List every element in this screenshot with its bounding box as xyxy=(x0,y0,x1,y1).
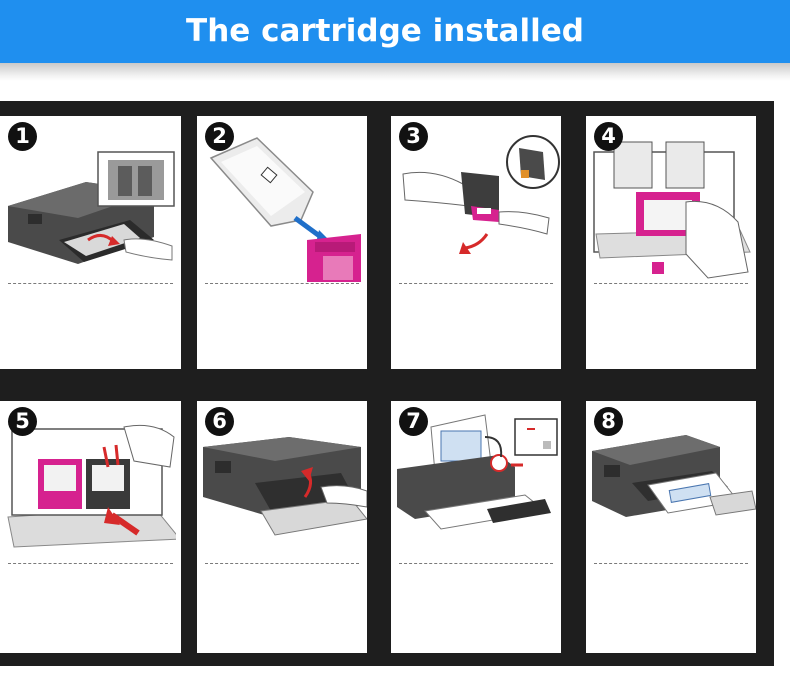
step-note-line-3 xyxy=(399,283,553,284)
step-card-6: 6 xyxy=(197,401,367,653)
step-number-1: 1 xyxy=(8,122,37,151)
title-banner: The cartridge installed xyxy=(0,0,790,63)
step-number-6: 6 xyxy=(205,407,234,436)
step-note-line-1 xyxy=(8,283,173,284)
step-card-8: 8 xyxy=(586,401,756,653)
banner-shadow xyxy=(0,63,790,81)
remove-tape-icon xyxy=(402,135,560,254)
step-note-line-5 xyxy=(8,563,173,564)
step-card-3: 3 xyxy=(391,116,561,369)
step-number-3: 3 xyxy=(399,122,428,151)
step-number-4: 4 xyxy=(594,122,623,151)
print-alignment-page-icon xyxy=(592,435,756,517)
step-number-2: 2 xyxy=(205,122,234,151)
close-access-door-icon xyxy=(203,437,367,536)
step-note-line-2 xyxy=(205,283,359,284)
step-card-1: 1 xyxy=(0,116,181,369)
printer-open-access-door-icon xyxy=(8,151,175,264)
step-note-line-6 xyxy=(205,563,359,564)
insert-black-cartridge-icon xyxy=(7,424,176,548)
step-note-line-4 xyxy=(594,283,748,284)
cartridge-unpack-icon xyxy=(209,137,361,282)
step-card-7: 7 xyxy=(391,401,561,653)
alignment-page-scan-icon xyxy=(397,414,558,530)
step-card-2: 2 xyxy=(197,116,367,369)
step-card-4: 4 xyxy=(586,116,756,369)
insert-color-cartridge-icon xyxy=(593,141,751,279)
step-number-5: 5 xyxy=(8,407,37,436)
step-number-8: 8 xyxy=(594,407,623,436)
step-note-line-8 xyxy=(594,563,748,564)
step-number-7: 7 xyxy=(399,407,428,436)
step-note-line-7 xyxy=(399,563,553,564)
step-card-5: 5 xyxy=(0,401,181,653)
page-title: The cartridge installed xyxy=(186,13,584,49)
